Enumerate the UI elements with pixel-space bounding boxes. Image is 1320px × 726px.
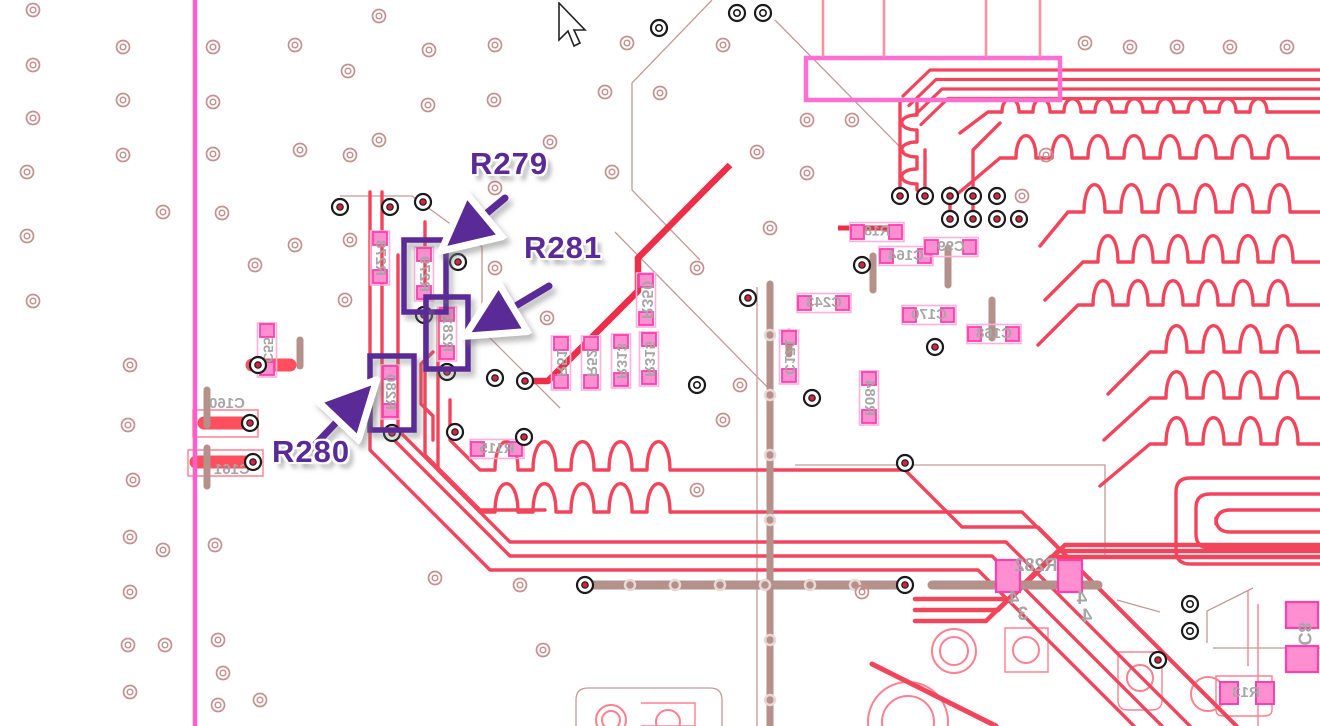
component-pads [256,221,1320,705]
refdes-r281: R281 [439,316,456,352]
refdes-c171: C171 [781,339,798,375]
pink-overlay-layer [192,0,1063,726]
refdes-c168: C168 [976,325,1012,342]
callout-label-r280: R280 [272,434,351,469]
refdes-c55: C55 [260,337,276,363]
refdes-r313: R313 [613,343,630,379]
mouse-cursor [558,2,587,48]
callout-label-r279: R279 [470,146,549,181]
refdes-r13: R13 [1232,684,1260,701]
highlight-annotations [306,198,555,454]
refdes-c160: C160 [209,395,245,412]
pad-number-label: 4 [1081,606,1092,627]
refdes-r279: R279 [416,256,433,292]
refdes-r084: R084 [861,379,878,416]
pad-number-label: 4 [1008,588,1019,609]
pad-number-label: 4 [1076,588,1087,609]
callout-label-r281: R281 [524,230,603,265]
callout-arrow-r280 [308,390,367,452]
board-outlines [187,0,1320,726]
callout-arrow-r279 [452,198,509,242]
refdes-r315: R315 [641,341,658,377]
refdes-c243: C243 [806,294,842,311]
refdes-r280: R280 [382,374,399,410]
refdes-r18: R18 [864,223,890,239]
pad-number-label: 3 [1018,604,1029,625]
refdes-r115: R115 [479,440,514,457]
refdes-c99: C99 [937,238,965,255]
refdes-r51: R51 [553,349,570,377]
refdes-r278: R278 [372,240,389,276]
refdes-r350: R350 [638,281,655,319]
refdes-c161: C161 [214,461,250,478]
refdes-r282: R282 [1014,555,1057,575]
refdes-c8: C8 [1294,622,1314,645]
refdes-c164: C164 [887,247,924,264]
refdes-c170: C170 [911,306,947,323]
refdes-r52: R52 [583,349,600,377]
callout-arrow-r281 [477,286,553,329]
